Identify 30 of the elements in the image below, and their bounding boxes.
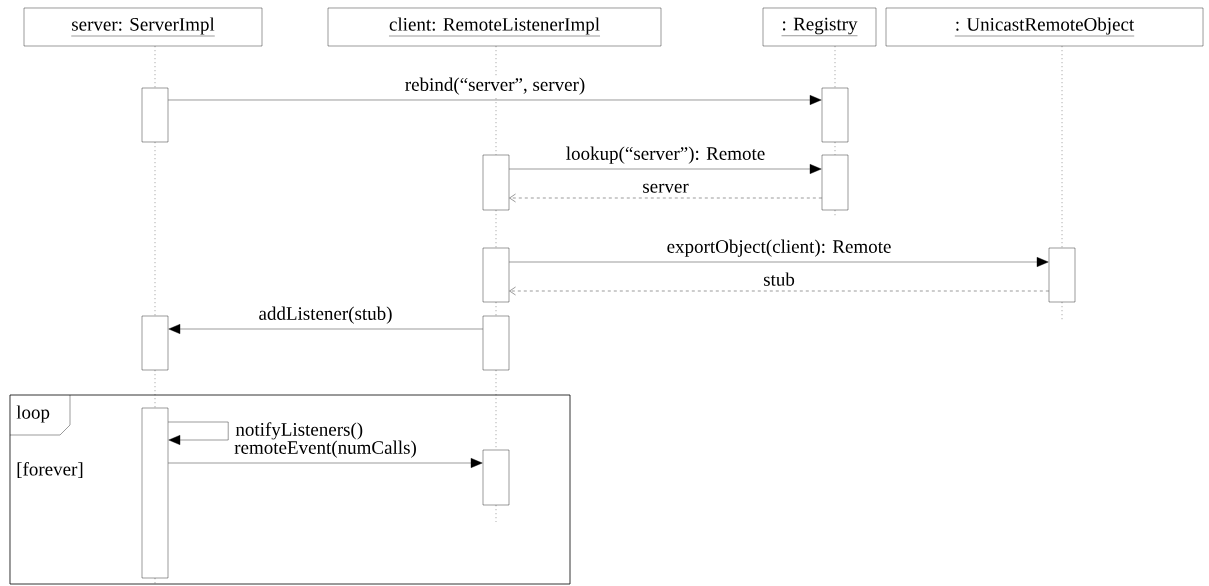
activation-bar xyxy=(141,315,169,371)
activation-bar xyxy=(482,154,510,211)
activation-bar xyxy=(1048,247,1076,303)
message-label: server xyxy=(643,183,689,193)
activation-bar xyxy=(482,247,510,303)
lifeline-header: : Registry xyxy=(762,7,877,47)
activation-bar xyxy=(482,315,510,371)
activation-bar xyxy=(141,87,169,143)
return-arrow xyxy=(509,286,1049,296)
message-label: rebind(“server”, server) xyxy=(405,77,585,95)
message-arrow xyxy=(509,164,822,174)
activation-bar xyxy=(821,87,849,143)
message-label: notifyListeners() xyxy=(235,422,363,440)
lifeline-header: server: ServerImpl xyxy=(23,7,263,47)
activation-bar xyxy=(141,407,169,579)
message-arrow xyxy=(509,257,1049,267)
activation-bar xyxy=(821,154,849,211)
message-label: lookup(“server”): Remote xyxy=(566,146,765,164)
message-label: addListener(stub) xyxy=(259,306,392,324)
message-arrow xyxy=(168,324,483,334)
lifeline-header: client: RemoteListenerImpl xyxy=(327,7,662,47)
self-message-arrow xyxy=(168,421,229,445)
message-label: remoteEvent(numCalls) xyxy=(234,440,416,458)
message-label: exportObject(client): Remote xyxy=(667,239,891,257)
activation-bar xyxy=(482,449,510,506)
message-label: stub xyxy=(763,272,795,286)
message-arrow xyxy=(168,95,822,105)
return-arrow xyxy=(509,193,822,203)
message-arrow xyxy=(168,458,483,468)
lifeline-header: : UnicastRemoteObject xyxy=(885,7,1204,47)
